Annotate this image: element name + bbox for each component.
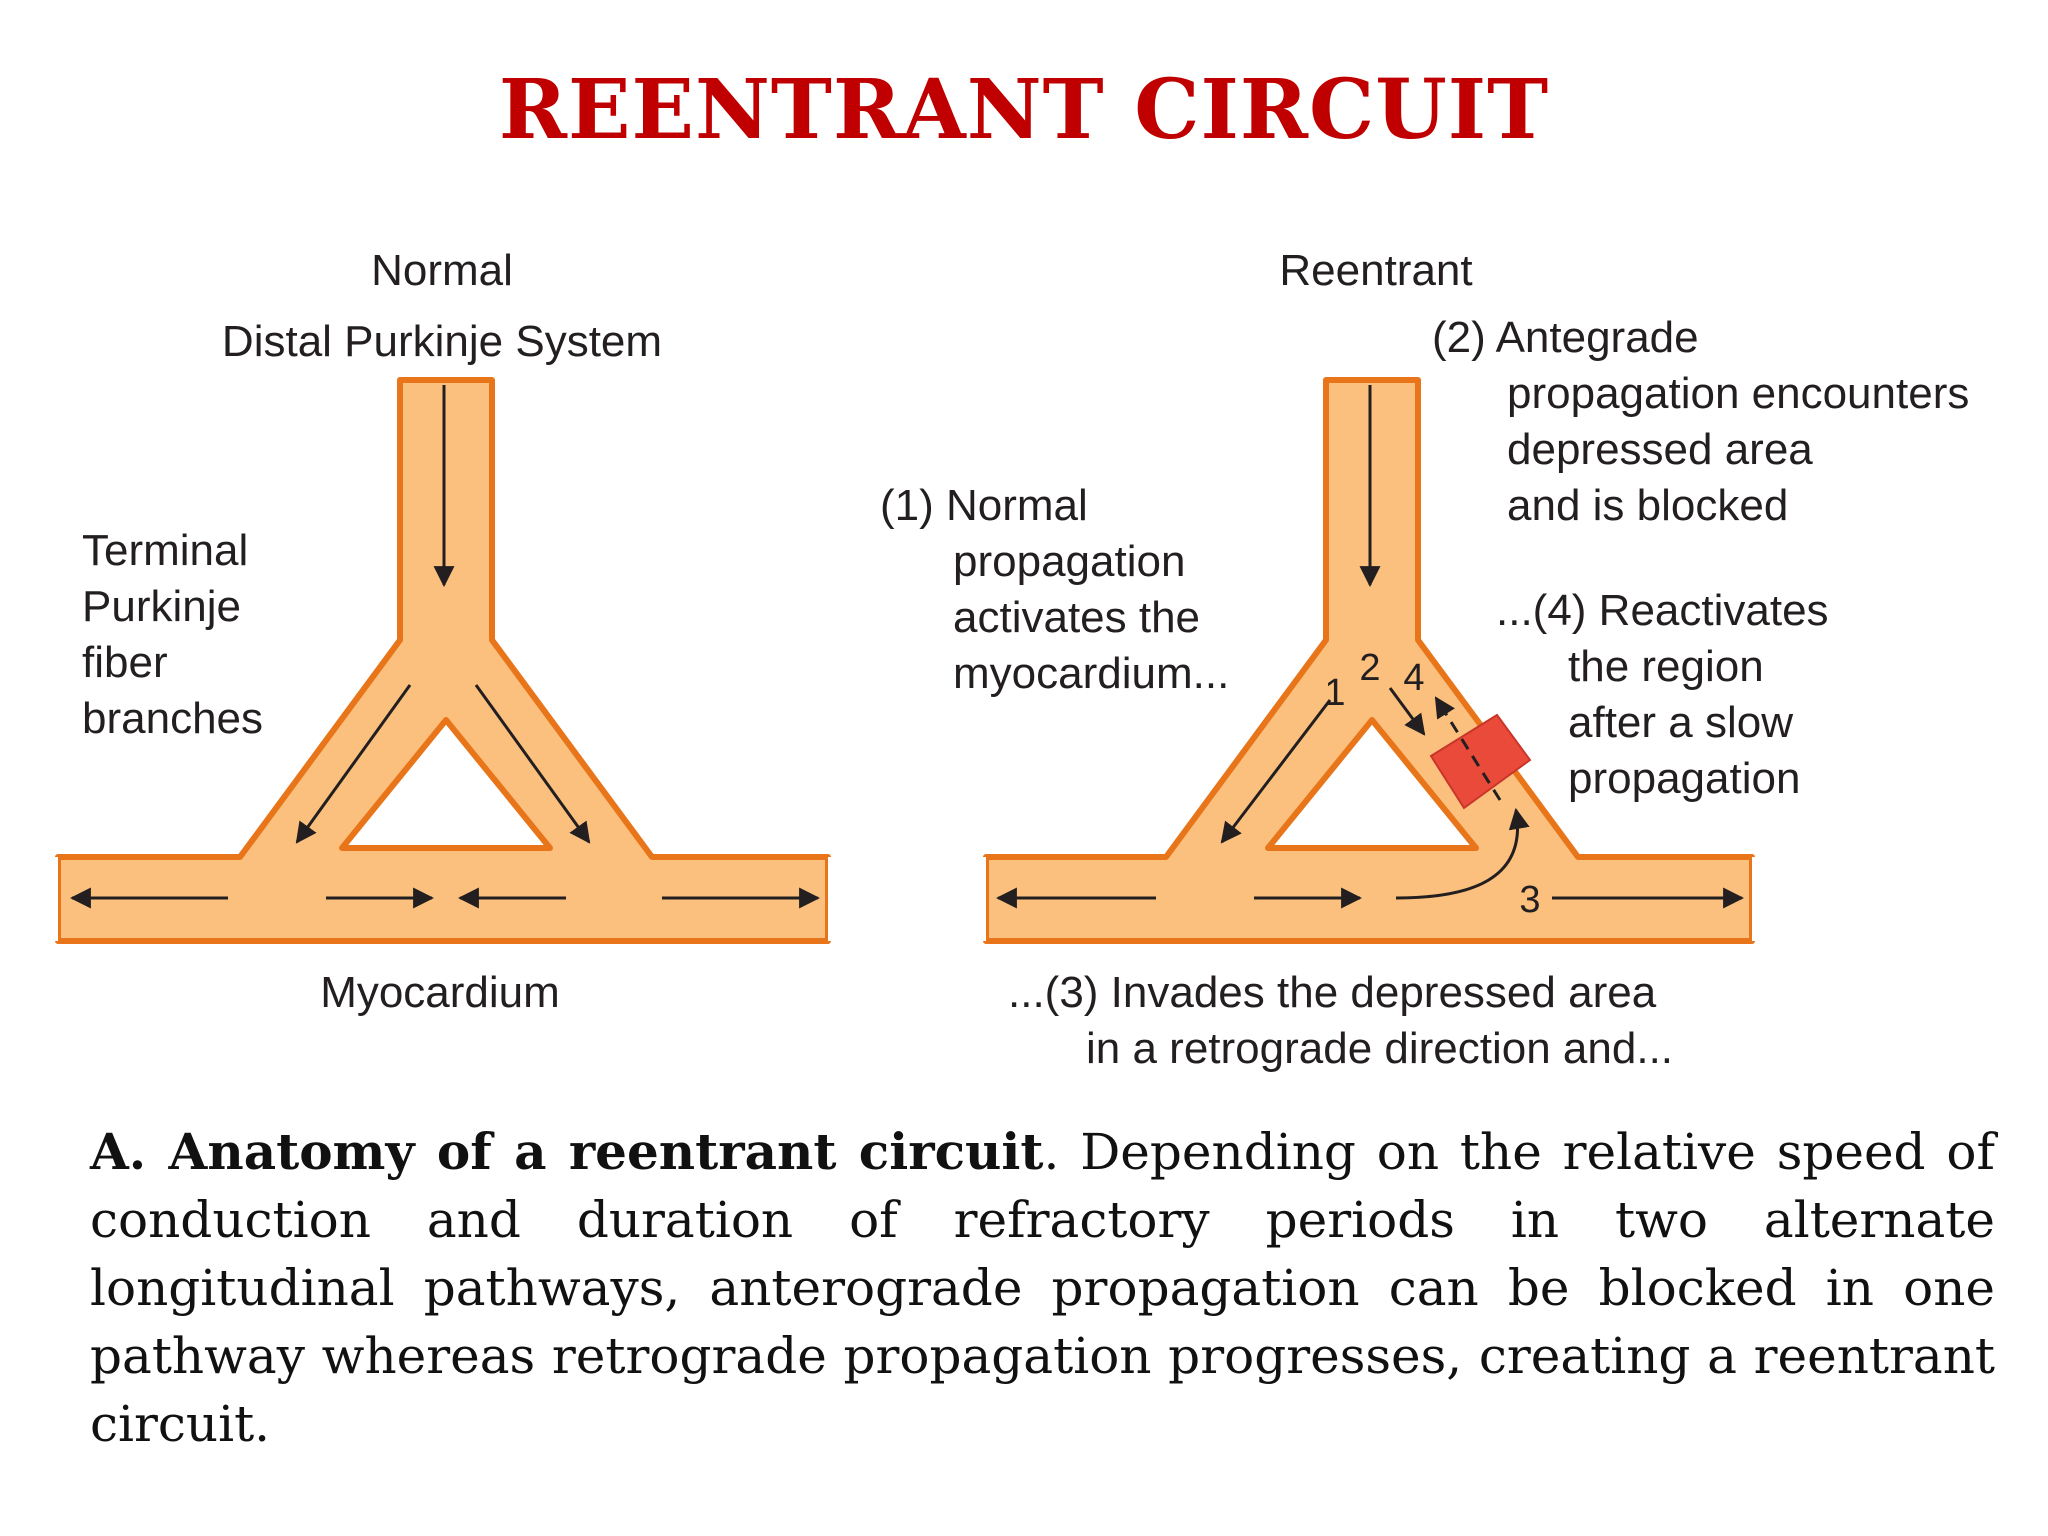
- arrow-right-branch: [474, 684, 591, 844]
- arrow-step2-antegrade: [1388, 687, 1426, 736]
- marker-2: 2: [1359, 647, 1380, 689]
- step2-label: (2) Antegrade propagation encounters dep…: [1432, 313, 1982, 530]
- depressed-blocked-area: [1429, 713, 1532, 810]
- reentrant-heading: Reentrant: [1279, 246, 1472, 295]
- terminal-branches-label: Terminal Purkinje fiber branches: [82, 526, 263, 743]
- caption-lead: A. Anatomy of a reentrant circuit: [90, 1122, 1044, 1181]
- marker-4: 4: [1403, 657, 1424, 699]
- arrow-left-branch: [295, 684, 412, 844]
- step4-label: ...(4) Reactivates the region after a sl…: [1496, 586, 1841, 803]
- myocardium-label: Myocardium: [320, 968, 560, 1017]
- normal-subheading: Distal Purkinje System: [222, 317, 662, 366]
- caption-body: . Depending on the relative speed of con…: [90, 1123, 1995, 1453]
- slide-title: REENTRANT CIRCUIT: [498, 62, 1550, 158]
- figure-caption: A. Anatomy of a reentrant circuit. Depen…: [90, 1118, 1995, 1458]
- arrow-step3-retrograde-curve: [1395, 807, 1530, 900]
- normal-purkinje-fiber: [55, 377, 831, 944]
- marker-3: 3: [1519, 879, 1540, 921]
- arrow-step1-left-branch: [1220, 699, 1332, 844]
- reentrant-purkinje-fiber: [983, 377, 1755, 944]
- normal-panel: Normal Distal Purkinje System Terminal P…: [40, 246, 846, 1017]
- reentrant-panel: 1 2 4 3 Reentrant (1) Normal propagation…: [880, 246, 1982, 1073]
- normal-heading: Normal: [371, 246, 513, 295]
- step4-retrograde-path: [1434, 696, 1502, 801]
- step3-label: ...(3) Invades the depressed area in a r…: [1008, 968, 1673, 1073]
- marker-1: 1: [1324, 672, 1345, 714]
- step1-label: (1) Normal propagation activates the myo…: [880, 481, 1229, 698]
